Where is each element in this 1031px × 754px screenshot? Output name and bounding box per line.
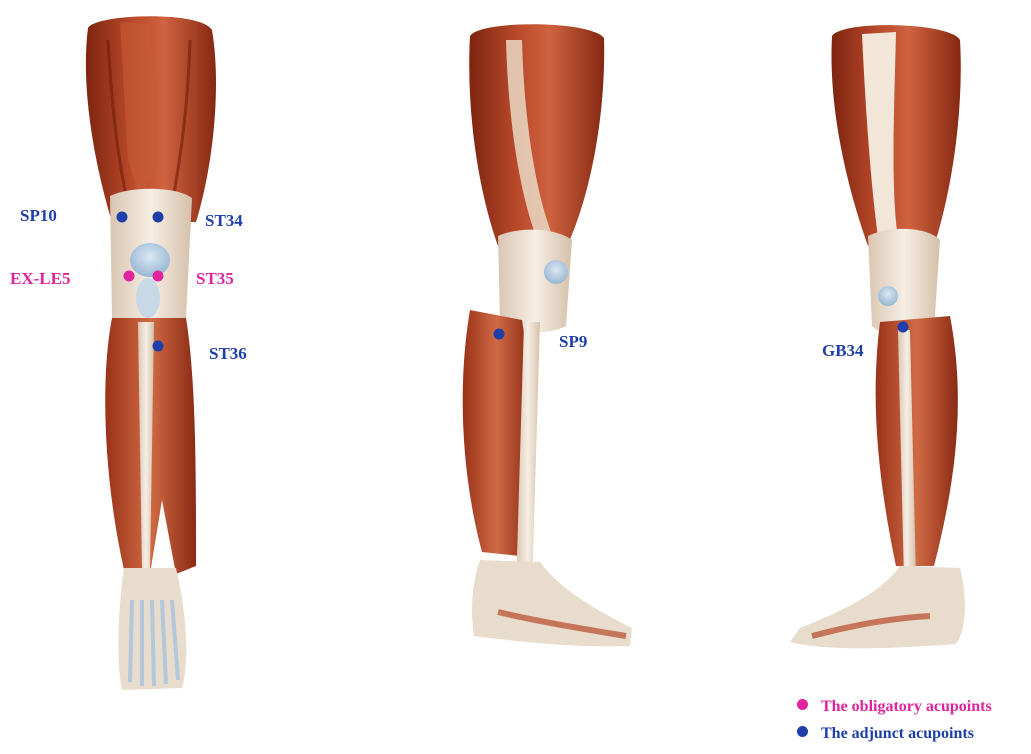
legend-item-adjunct: The adjunct acupoints bbox=[797, 726, 974, 742]
leg-medial-view bbox=[463, 24, 632, 646]
st34-label: ST34 bbox=[205, 212, 243, 229]
knee-medial-joint bbox=[544, 260, 568, 284]
st35-label: ST35 bbox=[196, 270, 234, 287]
legend-item-obligatory: The obligatory acupoints bbox=[797, 699, 992, 715]
gb34-point bbox=[898, 322, 909, 333]
st34-point bbox=[153, 212, 164, 223]
st36-point bbox=[153, 341, 164, 352]
legend-obligatory-label: The obligatory acupoints bbox=[821, 698, 992, 715]
exle5-point bbox=[124, 271, 135, 282]
sp9-point bbox=[494, 329, 505, 340]
sp9-label: SP9 bbox=[559, 333, 587, 350]
leg-lateral-view bbox=[790, 25, 965, 648]
gb34-label: GB34 bbox=[822, 342, 864, 359]
leg-front-view bbox=[86, 16, 216, 690]
sp10-point bbox=[117, 212, 128, 223]
patella bbox=[130, 243, 170, 277]
magenta-dot-icon bbox=[797, 699, 808, 710]
knee-lateral-joint bbox=[878, 286, 898, 306]
calf-lateral bbox=[876, 316, 958, 566]
sp10-label: SP10 bbox=[20, 207, 57, 224]
legend-adjunct-label: The adjunct acupoints bbox=[821, 725, 974, 742]
st36-label: ST36 bbox=[209, 345, 247, 362]
blue-dot-icon bbox=[797, 726, 808, 737]
exle5-label: EX-LE5 bbox=[10, 270, 70, 287]
thigh-lateral bbox=[831, 25, 960, 246]
patellar-ligament bbox=[136, 278, 160, 318]
st35-point bbox=[153, 271, 164, 282]
